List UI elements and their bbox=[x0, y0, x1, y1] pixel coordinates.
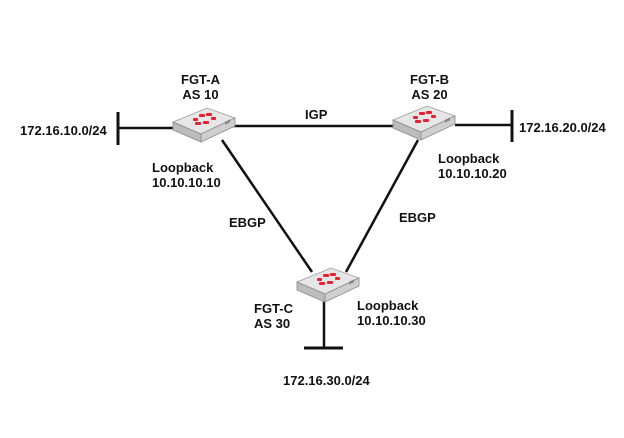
device-name: FGT-A bbox=[181, 72, 220, 87]
link-label-ebgp-a-c: EBGP bbox=[229, 215, 266, 230]
subnet-label-fgt-b: 172.16.20.0/24 bbox=[519, 120, 606, 135]
link-label-igp: IGP bbox=[305, 107, 328, 122]
device-as: AS 30 bbox=[254, 316, 291, 331]
device-as: AS 10 bbox=[182, 87, 219, 102]
loopback-ip: 10.10.10.30 bbox=[357, 313, 426, 328]
link-ebgp-a-c bbox=[220, 139, 314, 273]
loopback-ip: 10.10.10.20 bbox=[438, 166, 507, 181]
device-label-fgt-b: FGT-B AS 20 bbox=[410, 72, 449, 102]
loopback-label-fgt-b: Loopback 10.10.10.20 bbox=[438, 151, 507, 181]
link-label-ebgp-b-c: EBGP bbox=[399, 210, 436, 225]
subnet-label-fgt-c: 172.16.30.0/24 bbox=[283, 373, 370, 388]
firewall-icon-fgt-b[interactable] bbox=[392, 105, 456, 141]
device-label-fgt-a: FGT-A AS 10 bbox=[181, 72, 220, 102]
device-as: AS 20 bbox=[411, 87, 448, 102]
loopback-label-fgt-a: Loopback 10.10.10.10 bbox=[152, 160, 221, 190]
subnet-label-fgt-a: 172.16.10.0/24 bbox=[20, 123, 107, 138]
loopback-label-fgt-c: Loopback 10.10.10.30 bbox=[357, 298, 426, 328]
loopback-title: Loopback bbox=[152, 160, 214, 175]
device-name: FGT-C bbox=[254, 301, 293, 316]
firewall-icon-fgt-a[interactable] bbox=[172, 107, 236, 143]
device-label-fgt-c: FGT-C AS 30 bbox=[254, 301, 293, 331]
firewall-icon-fgt-c[interactable] bbox=[296, 267, 360, 303]
loopback-ip: 10.10.10.10 bbox=[152, 175, 221, 190]
loopback-title: Loopback bbox=[438, 151, 500, 166]
loopback-title: Loopback bbox=[357, 298, 419, 313]
link-ebgp-b-c bbox=[344, 139, 420, 273]
device-name: FGT-B bbox=[410, 72, 449, 87]
